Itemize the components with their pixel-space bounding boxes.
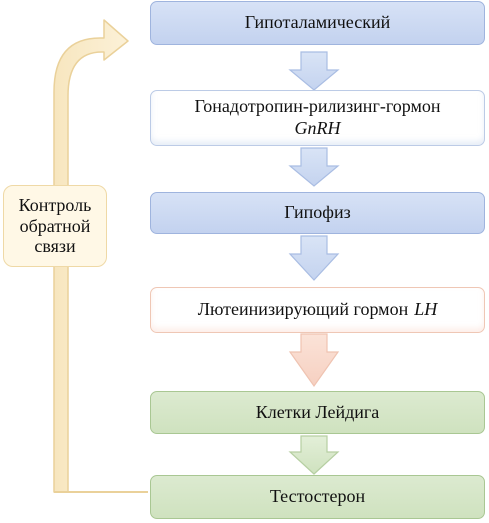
gnrh-abbreviation: GnRH (294, 118, 341, 138)
feedback-control-label-box: Контроль обратной связи (3, 185, 107, 267)
pituitary-label: Гипофиз (284, 202, 351, 223)
hypothalamic-label: Гипоталамический (244, 12, 391, 33)
down-arrow-1 (288, 51, 340, 91)
lh-label: Лютеинизирующий гормон (197, 299, 409, 320)
down-arrow-5 (288, 435, 340, 475)
feedback-arrow (53, 19, 148, 493)
down-arrow-4 (288, 333, 340, 388)
leydig-cells-label: Клетки Лейдига (255, 401, 380, 422)
testosterone-box: Тестостерон (150, 475, 485, 519)
pituitary-box: Гипофиз (150, 192, 485, 234)
down-arrow-3 (288, 235, 340, 281)
lh-abbreviation: LH (414, 299, 438, 320)
leydig-cells-box: Клетки Лейдига (150, 391, 485, 434)
hypothalamic-box: Гипоталамический (150, 1, 485, 45)
down-arrow-2 (288, 147, 340, 187)
gnrh-label: Гонадотропин-рилизинг-гормон (194, 96, 441, 117)
feedback-line-2: обратной (19, 215, 91, 236)
gnrh-box: Гонадотропин-рилизинг-гормон GnRH (150, 90, 485, 146)
lh-box: Лютеинизирующий гормон LH (150, 287, 485, 333)
feedback-line-3: связи (34, 236, 76, 257)
feedback-line-1: Контроль (18, 194, 92, 215)
testosterone-label: Тестостерон (269, 486, 366, 507)
